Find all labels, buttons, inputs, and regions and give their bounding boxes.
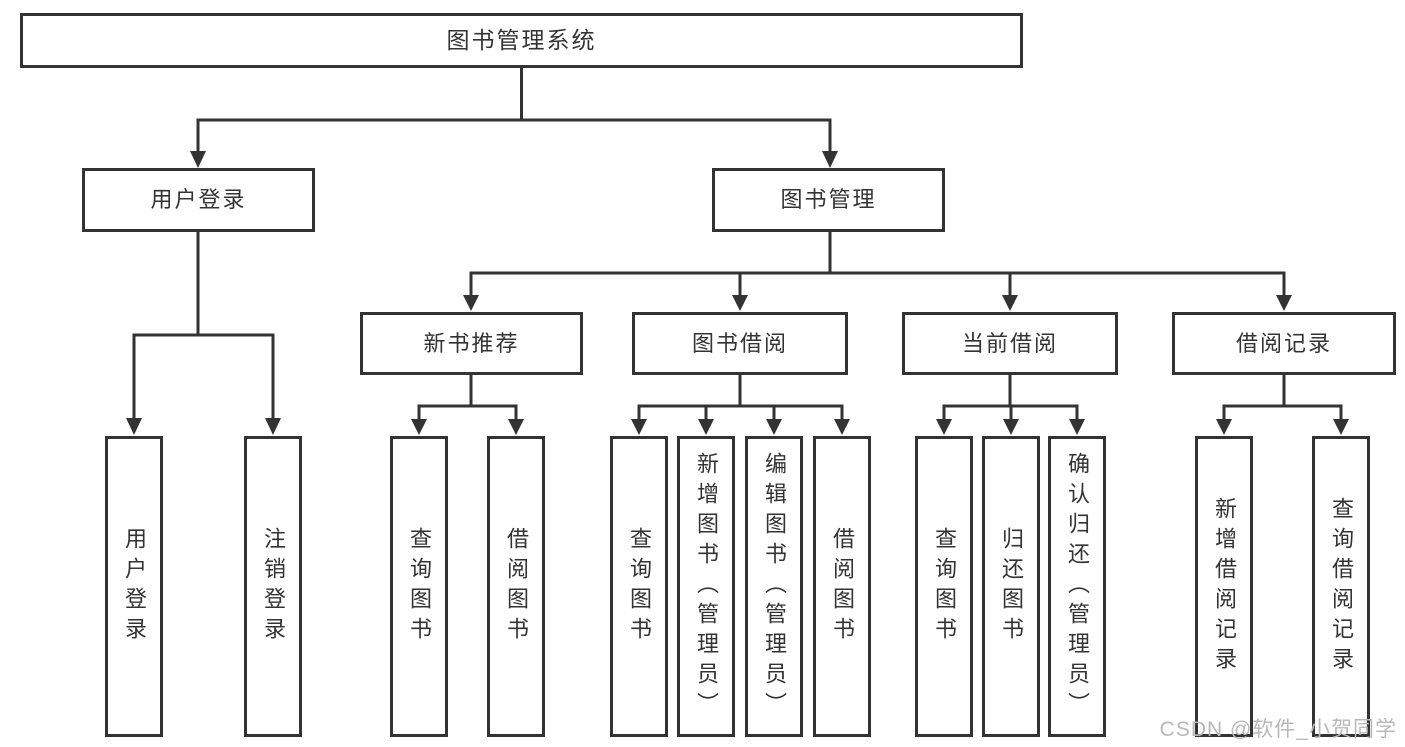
- connector-userlogin-to-leaves: [126, 232, 281, 435]
- csdn-watermark: CSDN @软件_小贺同学: [1159, 718, 1397, 741]
- node-current-borrowing: 当前借阅: [902, 312, 1118, 375]
- connector-root-to-level2: [190, 68, 838, 168]
- connector-current-to-leaves: [936, 375, 1085, 435]
- leaf-borrow-books-recommend: 借阅图书: [487, 436, 545, 737]
- leaf-search-borrow-record: 查询借阅记录: [1312, 436, 1370, 737]
- connector-borrowing-to-leaves: [631, 375, 850, 435]
- connector-newbooks-to-leaves: [411, 375, 524, 435]
- node-book-management: 图书管理: [712, 168, 945, 232]
- leaf-add-book-admin: 新增图书（管理员）: [677, 436, 735, 737]
- node-book-borrowing: 图书借阅: [632, 312, 848, 375]
- leaf-return-book: 归还图书: [982, 436, 1040, 737]
- leaf-confirm-return-admin: 确认归还（管理员）: [1048, 436, 1106, 737]
- connector-bookmgmt-to-level3: [463, 232, 1292, 311]
- leaf-search-books-borrowing: 查询图书: [610, 436, 668, 737]
- node-new-book-recommend: 新书推荐: [360, 312, 583, 375]
- leaf-edit-book-admin: 编辑图书（管理员）: [745, 436, 803, 737]
- leaf-logout: 注销登录: [244, 436, 302, 737]
- connector-records-to-leaves: [1216, 375, 1349, 435]
- node-borrow-records: 借阅记录: [1172, 312, 1396, 375]
- node-user-login: 用户登录: [82, 168, 315, 232]
- leaf-borrow-books-borrowing: 借阅图书: [813, 436, 871, 737]
- leaf-search-books-current: 查询图书: [915, 436, 973, 737]
- node-root-system: 图书管理系统: [20, 13, 1023, 68]
- leaf-add-borrow-record: 新增借阅记录: [1195, 436, 1253, 737]
- leaf-search-books-recommend: 查询图书: [390, 436, 448, 737]
- leaf-user-login: 用户登录: [105, 436, 163, 737]
